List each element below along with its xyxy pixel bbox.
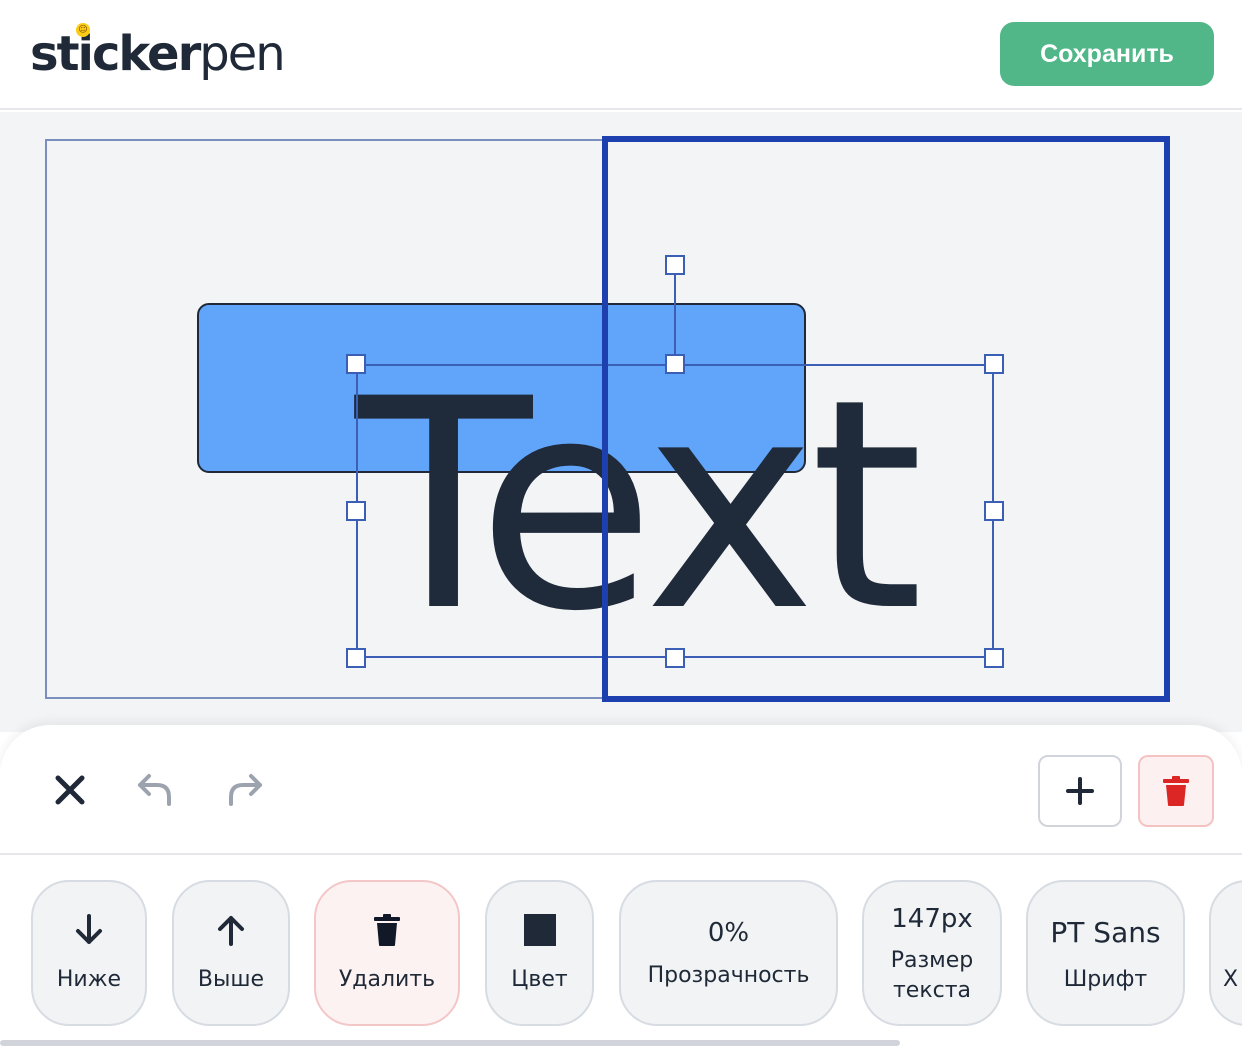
close-icon[interactable] bbox=[50, 770, 90, 810]
logo-text-light: pen bbox=[199, 26, 285, 82]
editor-toolbar bbox=[0, 725, 1242, 855]
action-label: Цвет bbox=[511, 967, 568, 992]
action-text-size[interactable]: 147px Размер текста bbox=[862, 880, 1002, 1026]
rotate-handle[interactable] bbox=[665, 255, 685, 275]
save-button[interactable]: Сохранить bbox=[1000, 22, 1214, 86]
opacity-value: 0% bbox=[707, 918, 750, 948]
action-label: Размер текста bbox=[890, 948, 974, 1003]
action-label: Ниже bbox=[56, 967, 122, 992]
print-area-outline bbox=[602, 136, 1170, 702]
action-color[interactable]: Цвет bbox=[485, 880, 594, 1026]
app-header: stickerpen ☺ Сохранить bbox=[0, 0, 1242, 110]
action-font[interactable]: PT Sans Шрифт bbox=[1026, 880, 1185, 1026]
plus-icon bbox=[1066, 777, 1094, 805]
resize-handle-top[interactable] bbox=[665, 354, 685, 374]
color-swatch-icon bbox=[487, 912, 592, 948]
resize-handle-bottom[interactable] bbox=[665, 648, 685, 668]
font-value: PT Sans bbox=[1050, 916, 1161, 949]
resize-handle-right[interactable] bbox=[984, 501, 1004, 521]
action-label: Х bbox=[1223, 967, 1239, 992]
text-element[interactable]: Text bbox=[355, 338, 924, 675]
add-element-button[interactable] bbox=[1038, 755, 1122, 827]
arrow-up-icon bbox=[174, 912, 288, 948]
action-label: Прозрачность bbox=[647, 963, 810, 988]
action-send-backward[interactable]: Ниже bbox=[31, 880, 147, 1026]
smiley-icon: ☺ bbox=[76, 23, 90, 37]
arrow-down-icon bbox=[33, 912, 145, 948]
redo-icon[interactable] bbox=[222, 770, 268, 810]
resize-handle-left[interactable] bbox=[346, 501, 366, 521]
action-label: Шрифт bbox=[1063, 967, 1148, 992]
trash-icon bbox=[316, 912, 458, 948]
rotation-line bbox=[674, 274, 676, 364]
logo-text-bold: sticker bbox=[30, 26, 201, 82]
horizontal-scrollbar[interactable] bbox=[0, 1040, 900, 1046]
resize-handle-bottom-right[interactable] bbox=[984, 648, 1004, 668]
action-bring-forward[interactable]: Выше bbox=[172, 880, 290, 1026]
logo[interactable]: stickerpen ☺ bbox=[30, 23, 286, 86]
action-opacity[interactable]: 0% Прозрачность bbox=[619, 880, 838, 1026]
resize-handle-top-left[interactable] bbox=[346, 354, 366, 374]
editor-canvas[interactable]: Text bbox=[0, 112, 1242, 732]
undo-icon[interactable] bbox=[132, 770, 178, 810]
action-delete[interactable]: Удалить bbox=[314, 880, 460, 1026]
text-size-value: 147px bbox=[891, 904, 973, 934]
element-actions: Ниже Выше Удалить Цвет 0% Прозрачность 1 bbox=[0, 877, 1242, 1027]
editor-panel: Ниже Выше Удалить Цвет 0% Прозрачность 1 bbox=[0, 725, 1242, 1046]
resize-handle-bottom-left[interactable] bbox=[346, 648, 366, 668]
rectangle-shape[interactable] bbox=[197, 303, 806, 473]
delete-element-button[interactable] bbox=[1138, 755, 1214, 827]
trash-icon bbox=[1163, 776, 1189, 806]
action-label: Выше bbox=[197, 967, 265, 992]
action-more[interactable]: Х bbox=[1209, 880, 1242, 1026]
action-label: Удалить bbox=[338, 967, 436, 992]
resize-handle-top-right[interactable] bbox=[984, 354, 1004, 374]
